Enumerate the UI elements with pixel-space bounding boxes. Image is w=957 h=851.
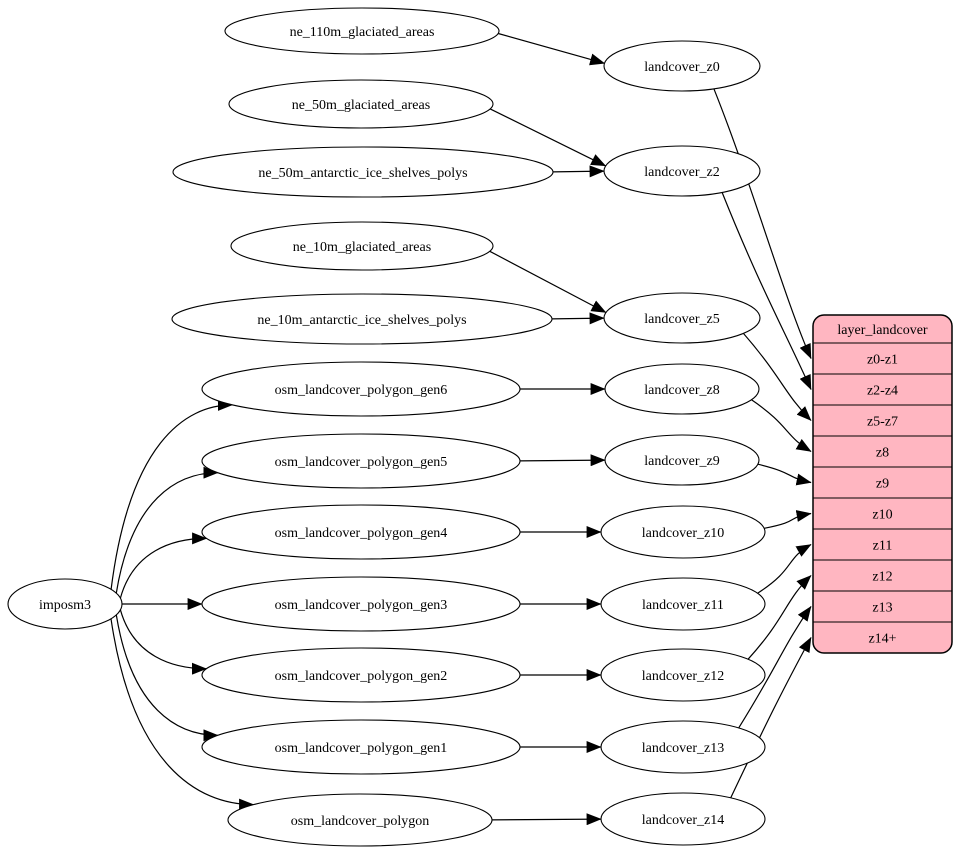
node-label-landcover_z0: landcover_z0 xyxy=(644,60,719,75)
node-osm_landcover_polygon_gen1: osm_landcover_polygon_gen1 xyxy=(201,719,521,775)
node-label-landcover_z9: landcover_z9 xyxy=(644,454,719,469)
edge-imposm3-to-osm_landcover_polygon_gen1 xyxy=(115,614,219,742)
node-label-osm_landcover_polygon_gen6: osm_landcover_polygon_gen6 xyxy=(275,383,448,398)
node-osm_landcover_polygon: osm_landcover_polygon xyxy=(227,793,493,847)
edge-imposm3-to-osm_landcover_polygon_gen4 xyxy=(119,532,208,599)
node-label-osm_landcover_polygon_gen1: osm_landcover_polygon_gen1 xyxy=(275,741,448,756)
node-label-osm_landcover_polygon_gen5: osm_landcover_polygon_gen5 xyxy=(275,455,448,470)
edge-landcover_z2-to-z2-z4 xyxy=(721,192,812,391)
table-row-z10: z10 xyxy=(872,508,892,523)
node-landcover_z14: landcover_z14 xyxy=(600,792,766,846)
node-osm_landcover_polygon_gen2: osm_landcover_polygon_gen2 xyxy=(201,647,521,703)
node-ne_50m_glaciated_areas: ne_50m_glaciated_areas xyxy=(228,79,494,129)
table-row-z2-z4: z2-z4 xyxy=(867,384,898,399)
node-landcover_z11: landcover_z11 xyxy=(600,577,766,631)
edge-landcover_z12-to-z12 xyxy=(747,575,812,660)
table-row-z9: z9 xyxy=(876,477,889,492)
edge-ne_50m_glaciated_areas-to-landcover_z2 xyxy=(489,108,607,167)
table-row-z0-z1: z0-z1 xyxy=(867,353,898,368)
node-landcover_z9: landcover_z9 xyxy=(604,434,760,486)
node-label-landcover_z12: landcover_z12 xyxy=(642,669,724,684)
edge-imposm3-to-osm_landcover_polygon_gen5 xyxy=(115,466,219,594)
edge-imposm3-to-osm_landcover_polygon_gen6 xyxy=(110,398,233,590)
node-osm_landcover_polygon_gen4: osm_landcover_polygon_gen4 xyxy=(201,504,521,560)
edge-ne_10m_glaciated_areas-to-landcover_z5 xyxy=(489,250,607,314)
node-landcover_z10: landcover_z10 xyxy=(600,505,766,559)
node-ne_50m_antarctic_ice_shelves_polys: ne_50m_antarctic_ice_shelves_polys xyxy=(172,146,554,198)
node-label-osm_landcover_polygon_gen2: osm_landcover_polygon_gen2 xyxy=(275,669,448,684)
table-row-z11: z11 xyxy=(873,539,893,554)
edge-landcover_z13-to-z13 xyxy=(738,606,812,729)
node-ne_10m_glaciated_areas: ne_10m_glaciated_areas xyxy=(230,221,494,271)
node-label-osm_landcover_polygon_gen4: osm_landcover_polygon_gen4 xyxy=(275,526,448,541)
edge-imposm3-to-osm_landcover_polygon_gen2 xyxy=(119,609,207,675)
edge-ne_110m_glaciated_areas-to-landcover_z0 xyxy=(498,32,606,66)
node-label-ne_10m_antarctic_ice_shelves_polys: ne_10m_antarctic_ice_shelves_polys xyxy=(257,313,466,328)
edge-ne_50m_antarctic_ice_shelves_polys-to-landcover_z2 xyxy=(552,165,605,178)
edge-imposm3-to-osm_landcover_polygon xyxy=(110,618,255,811)
node-label-imposm3: imposm3 xyxy=(39,598,91,613)
node-osm_landcover_polygon_gen5: osm_landcover_polygon_gen5 xyxy=(201,433,521,489)
node-label-landcover_z14: landcover_z14 xyxy=(642,813,724,828)
table-row-z14+: z14+ xyxy=(868,632,896,647)
edge-landcover_z0-to-z0-z1 xyxy=(713,88,812,360)
table-title: layer_landcover xyxy=(837,323,928,338)
table-row-z5-z7: z5-z7 xyxy=(867,415,898,430)
node-label-landcover_z2: landcover_z2 xyxy=(644,165,719,180)
edge-landcover_z8-to-z8 xyxy=(751,399,812,453)
node-ne_110m_glaciated_areas: ne_110m_glaciated_areas xyxy=(224,7,500,55)
edge-osm_landcover_polygon_gen5-to-landcover_z9 xyxy=(519,454,606,467)
node-label-ne_110m_glaciated_areas: ne_110m_glaciated_areas xyxy=(290,25,435,40)
edge-landcover_z14-to-z14+ xyxy=(730,636,812,799)
node-landcover_z2: landcover_z2 xyxy=(603,145,761,197)
node-label-landcover_z13: landcover_z13 xyxy=(642,741,724,756)
node-label-ne_50m_antarctic_ice_shelves_polys: ne_50m_antarctic_ice_shelves_polys xyxy=(258,166,467,181)
node-landcover_z5: landcover_z5 xyxy=(603,292,761,344)
node-osm_landcover_polygon_gen3: osm_landcover_polygon_gen3 xyxy=(201,576,521,632)
node-landcover_z0: landcover_z0 xyxy=(603,40,761,92)
node-osm_landcover_polygon_gen6: osm_landcover_polygon_gen6 xyxy=(201,361,521,417)
node-imposm3: imposm3 xyxy=(7,578,123,630)
edge-ne_10m_antarctic_ice_shelves_polys-to-landcover_z5 xyxy=(551,312,605,325)
edge-landcover_z11-to-z11 xyxy=(757,543,812,594)
node-ne_10m_antarctic_ice_shelves_polys: ne_10m_antarctic_ice_shelves_polys xyxy=(171,293,553,345)
table-layer_landcover: layer_landcover z0-z1 z2-z4 z5-z7 z8 z9 z10 z11… xyxy=(812,314,953,654)
table-row-z12: z12 xyxy=(872,570,892,585)
edge-landcover_z5-to-z5-z7 xyxy=(742,333,812,421)
node-label-ne_50m_glaciated_areas: ne_50m_glaciated_areas xyxy=(292,98,430,113)
node-landcover_z12: landcover_z12 xyxy=(600,648,766,702)
node-label-osm_landcover_polygon: osm_landcover_polygon xyxy=(291,814,429,829)
node-label-osm_landcover_polygon_gen3: osm_landcover_polygon_gen3 xyxy=(275,598,448,613)
node-label-landcover_z8: landcover_z8 xyxy=(644,383,719,398)
edge-landcover_z9-to-z9 xyxy=(757,463,812,486)
node-label-ne_10m_glaciated_areas: ne_10m_glaciated_areas xyxy=(293,240,431,255)
node-landcover_z13: landcover_z13 xyxy=(600,720,766,774)
node-label-landcover_z5: landcover_z5 xyxy=(644,312,719,327)
edge-osm_landcover_polygon-to-landcover_z14 xyxy=(491,813,602,826)
node-landcover_z8: landcover_z8 xyxy=(604,363,760,415)
table-row-z8: z8 xyxy=(876,446,889,461)
node-label-landcover_z11: landcover_z11 xyxy=(642,598,724,613)
edge-landcover_z10-to-z10 xyxy=(764,510,812,529)
node-label-landcover_z10: landcover_z10 xyxy=(642,526,724,541)
table-row-z13: z13 xyxy=(872,601,892,616)
